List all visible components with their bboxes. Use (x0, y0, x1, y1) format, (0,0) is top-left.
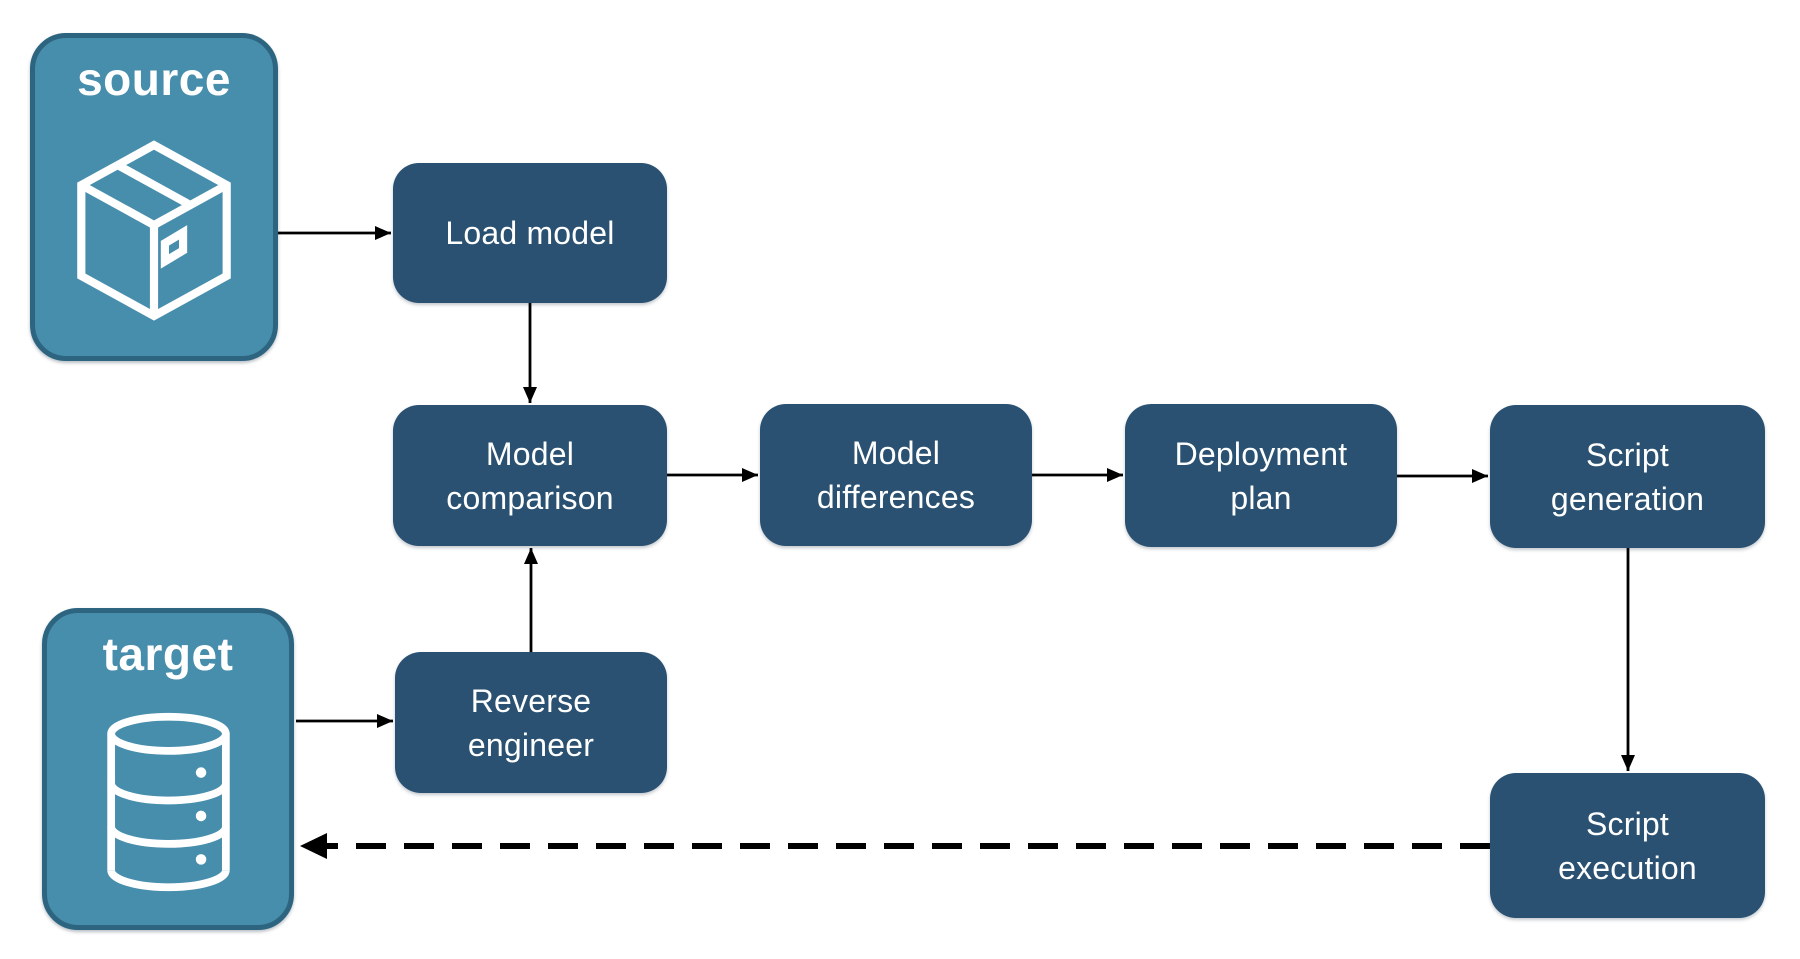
node-model-comparison-label: Model comparison (446, 435, 614, 516)
node-deployment-plan-label: Deployment plan (1174, 435, 1348, 516)
node-reverse-engineer: Reverse engineer (395, 652, 667, 793)
node-model-differences-label: Model differences (816, 435, 976, 515)
node-reverse-engineer-label: Reverse engineer (467, 682, 595, 763)
node-model-differences: Model differences (760, 404, 1032, 546)
node-deployment-plan: Deployment plan (1125, 404, 1397, 547)
endpoint-source: source (30, 33, 278, 361)
source-label: source (77, 53, 231, 105)
node-model-comparison: Model comparison (393, 405, 667, 546)
node-script-generation-label: Script generation (1550, 436, 1705, 517)
package-icon (63, 104, 245, 356)
target-label: target (102, 628, 234, 680)
node-script-generation: Script generation (1490, 405, 1765, 548)
node-script-execution-label: Script execution (1558, 805, 1697, 886)
endpoint-target: target (42, 608, 294, 930)
node-load-model: Load model (393, 163, 667, 303)
database-icon (91, 679, 246, 925)
node-load-model-label: Load model (445, 215, 615, 251)
node-script-execution: Script execution (1490, 773, 1765, 918)
